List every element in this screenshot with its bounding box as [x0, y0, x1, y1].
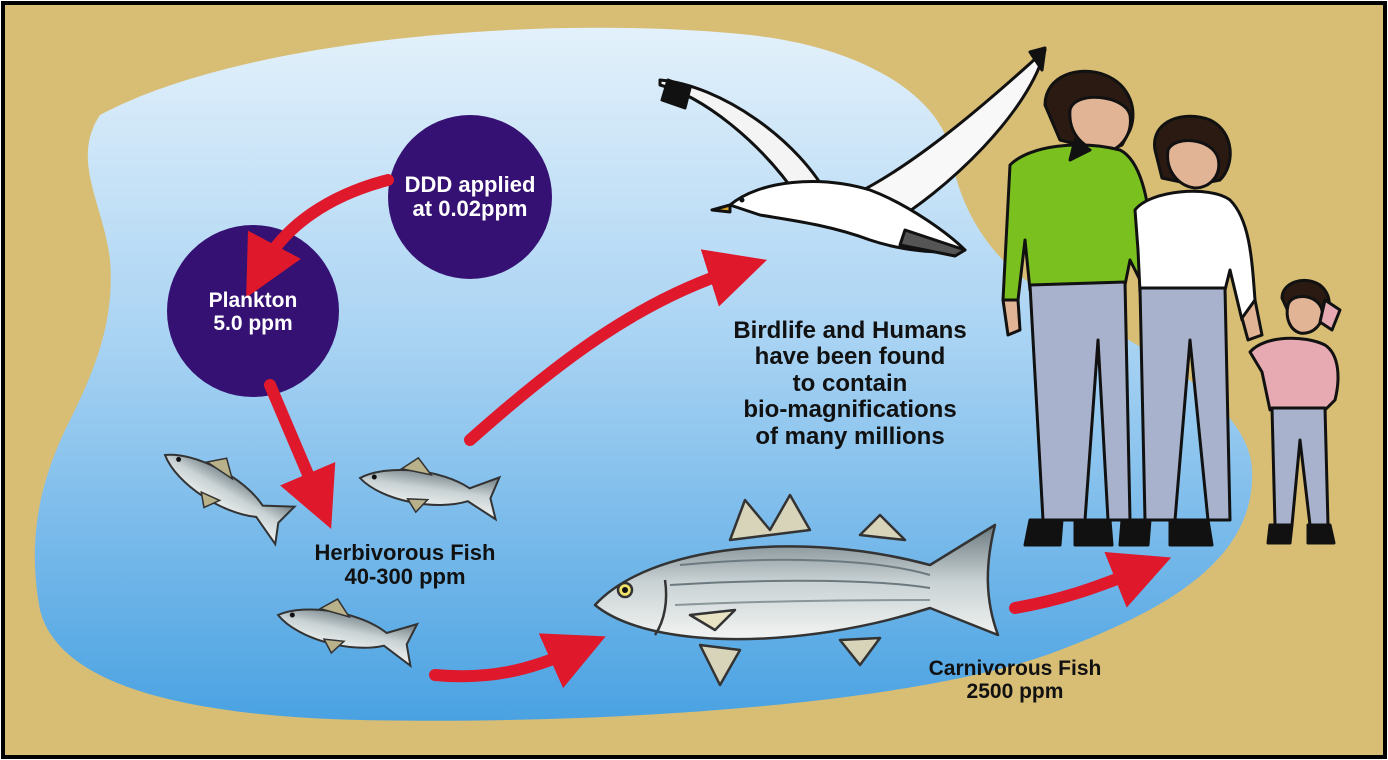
caption-line4: bio-magnifications	[743, 396, 957, 424]
herbivorous-fish-1	[163, 453, 297, 547]
arrow-ddd-to-plankton	[246, 174, 394, 298]
carnivorous-label-line2: 2500 ppm	[966, 679, 1064, 703]
carnivorous-fish-icon	[593, 493, 1000, 687]
arrow-herbivorous-to-carnivorous	[429, 633, 606, 689]
arrow-plankton-to-herbivorous	[264, 379, 336, 529]
plankton-label-line2: 5.0 ppm	[213, 311, 293, 335]
carnivorous-label-line1: Carnivorous Fish	[928, 657, 1102, 680]
seagull-icon	[658, 46, 1047, 258]
child-icon	[1248, 279, 1342, 545]
ddd-circle	[388, 115, 552, 279]
herbivorous-fish-icon	[163, 453, 297, 547]
flow-arrows	[246, 174, 1172, 689]
herbivorous-fish-2	[358, 456, 502, 522]
woman-icon	[1118, 114, 1264, 547]
plankton-label: Plankton 5.0 ppm	[180, 289, 326, 335]
herbivorous-label-line1: Herbivorous Fish	[314, 540, 496, 565]
caption: Birdlife and Humans have been found to c…	[700, 317, 1000, 450]
man-icon	[1001, 69, 1174, 547]
ddd-label-line2: at 0.02ppm	[412, 195, 528, 221]
arrow-carnivorous-to-humans	[1009, 551, 1172, 614]
arrow-herbivorous-to-bird	[464, 249, 768, 446]
caption-line1: Birdlife and Humans	[733, 317, 967, 344]
herbivorous-label-line2: 40-300 ppm	[344, 563, 466, 589]
ddd-label-line1: DDD applied	[404, 172, 536, 197]
herbivorous-fish-3	[276, 598, 420, 668]
plankton-label-line1: Plankton	[208, 289, 298, 312]
caption-line3: to contain	[792, 369, 908, 397]
ddd-label: DDD applied at 0.02ppm	[388, 173, 552, 221]
carnivorous-label: Carnivorous Fish 2500 ppm	[895, 657, 1135, 703]
herbivorous-label: Herbivorous Fish 40-300 ppm	[280, 541, 530, 589]
caption-line2: have been found	[754, 343, 946, 371]
caption-line5: of many millions	[755, 422, 945, 450]
